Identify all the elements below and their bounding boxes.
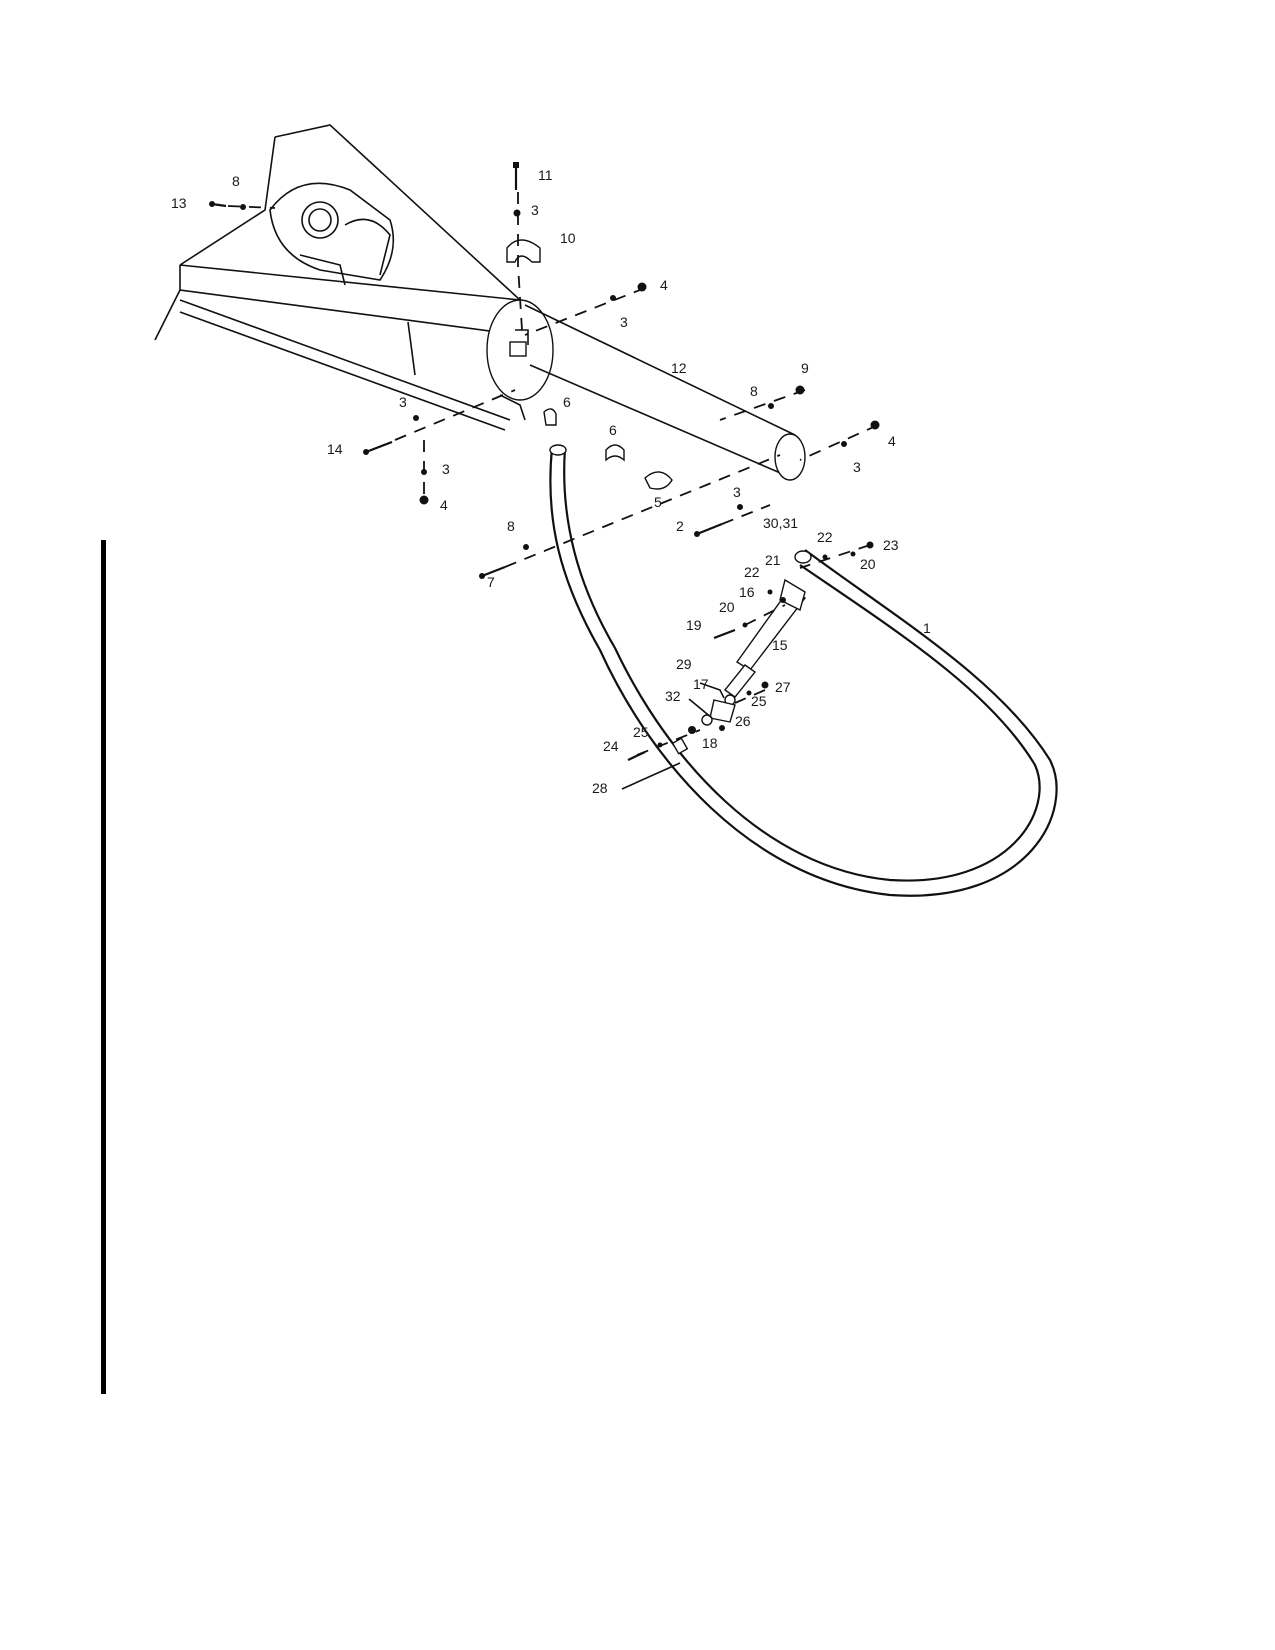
callout: 8 [507, 518, 515, 534]
bolt-14 [363, 440, 393, 455]
callout: 6 [563, 394, 571, 410]
callout: 22 [817, 529, 833, 545]
gas-spring-15 [688, 578, 807, 734]
callout: 12 [671, 360, 687, 376]
callout: 1 [923, 620, 931, 636]
callout: 2 [676, 518, 684, 534]
callout: 3 [853, 459, 861, 475]
callout: 19 [686, 617, 702, 633]
callout: 3 [531, 202, 539, 218]
callout: 23 [883, 537, 899, 553]
spring-fasteners [621, 541, 874, 790]
callout: 25 [751, 693, 767, 709]
callout: 30,31 [763, 515, 798, 531]
callout: 7 [487, 574, 495, 590]
callout: 4 [888, 433, 896, 449]
callout: 3 [399, 394, 407, 410]
callout: 8 [750, 383, 758, 399]
callout-labels: 13 8 11 3 10 4 3 12 9 8 6 3 14 3 4 6 5 3… [171, 167, 931, 796]
callout: 9 [801, 360, 809, 376]
callout: 32 [665, 688, 681, 704]
assembly-lines [227, 192, 879, 568]
callout: 26 [735, 713, 751, 729]
callout: 20 [719, 599, 735, 615]
callout: 14 [327, 441, 343, 457]
callout: 28 [592, 780, 608, 796]
callout: 22 [744, 564, 760, 580]
callout: 4 [440, 497, 448, 513]
bracket-10 [506, 239, 541, 263]
callout: 10 [560, 230, 576, 246]
callout: 11 [538, 167, 553, 183]
page-margin-bar [101, 540, 106, 1394]
clip-6 [543, 408, 557, 426]
callout: 29 [676, 656, 692, 672]
callout: 13 [171, 195, 187, 211]
callout: 21 [765, 552, 781, 568]
bolt-13 [209, 201, 227, 208]
callout: 3 [620, 314, 628, 330]
bolt-11 [513, 162, 519, 190]
clip-6b [605, 444, 625, 462]
callout: 18 [702, 735, 718, 751]
callout: 17 [693, 676, 709, 692]
frame-body [154, 124, 521, 431]
callout: 16 [739, 584, 755, 600]
axle-tube [486, 299, 806, 481]
callout: 5 [654, 494, 662, 510]
handle-1 [549, 444, 1058, 897]
callout: 20 [860, 556, 876, 572]
callout: 6 [609, 422, 617, 438]
bolt-7 [479, 565, 506, 579]
callout: 27 [775, 679, 791, 695]
clip-5 [644, 471, 673, 490]
callout: 8 [232, 173, 240, 189]
callout: 24 [603, 738, 619, 754]
callout: 25 [633, 724, 649, 740]
callout: 3 [733, 484, 741, 500]
callout: 3 [442, 461, 450, 477]
bolt-2 [694, 522, 723, 537]
fasteners [240, 204, 880, 550]
callout: 15 [772, 637, 788, 653]
callout: 4 [660, 277, 668, 293]
